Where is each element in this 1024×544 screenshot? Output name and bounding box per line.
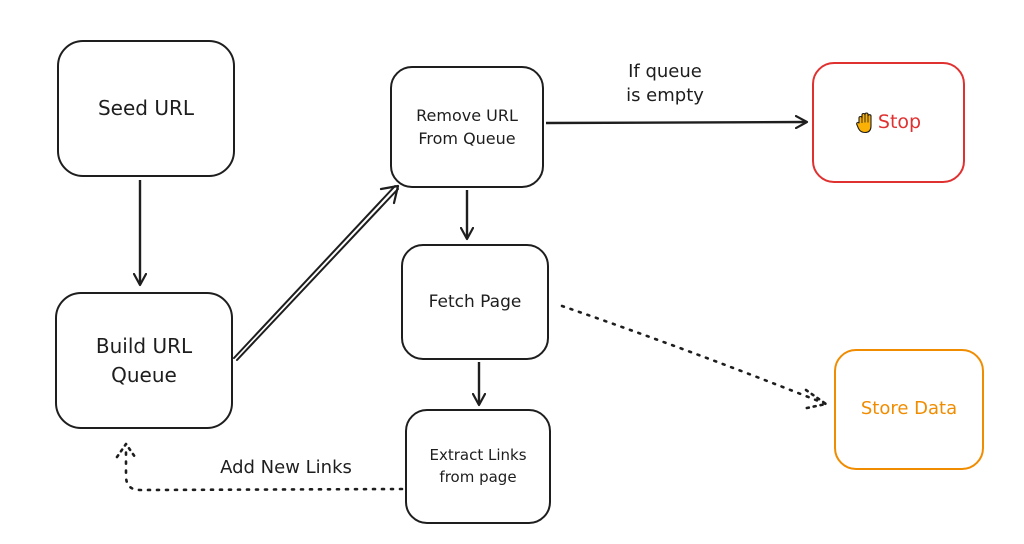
node-remove-url-label: Remove URL From Queue xyxy=(416,105,518,148)
node-seed-url-label: Seed URL xyxy=(97,96,195,120)
node-fetch-page: Fetch Page xyxy=(401,244,549,360)
raised-hand-icon xyxy=(856,111,872,133)
node-extract-links-label: Extract Links from page xyxy=(429,445,527,486)
edge-remove-to-stop xyxy=(545,122,806,123)
node-store-data: Store Data xyxy=(834,349,984,470)
node-build-url-queue-label: Build URL Queue xyxy=(95,333,193,387)
edge-build-to-remove xyxy=(233,185,399,361)
node-extract-links: Extract Links from page xyxy=(405,409,551,524)
node-remove-url: Remove URL From Queue xyxy=(390,66,544,188)
edge-extract-to-build xyxy=(124,446,404,492)
edge-fetch-to-store xyxy=(560,304,828,406)
node-build-url-queue: Build URL Queue xyxy=(55,292,233,429)
edge-build-to-remove-arrowhead xyxy=(379,184,400,205)
node-store-data-label: Store Data xyxy=(860,398,958,420)
edge-label-add-new-links: Add New Links xyxy=(220,457,352,478)
edge-fetch-to-store-arrowhead xyxy=(800,388,828,411)
node-stop-label: Stop xyxy=(877,110,922,133)
node-stop: Stop xyxy=(812,62,965,183)
edge-label-if-queue-empty: If queue is empty xyxy=(626,61,704,107)
node-seed-url: Seed URL xyxy=(57,40,235,177)
node-fetch-page-label: Fetch Page xyxy=(428,291,522,312)
edge-extract-to-build-arrowhead xyxy=(115,442,137,459)
